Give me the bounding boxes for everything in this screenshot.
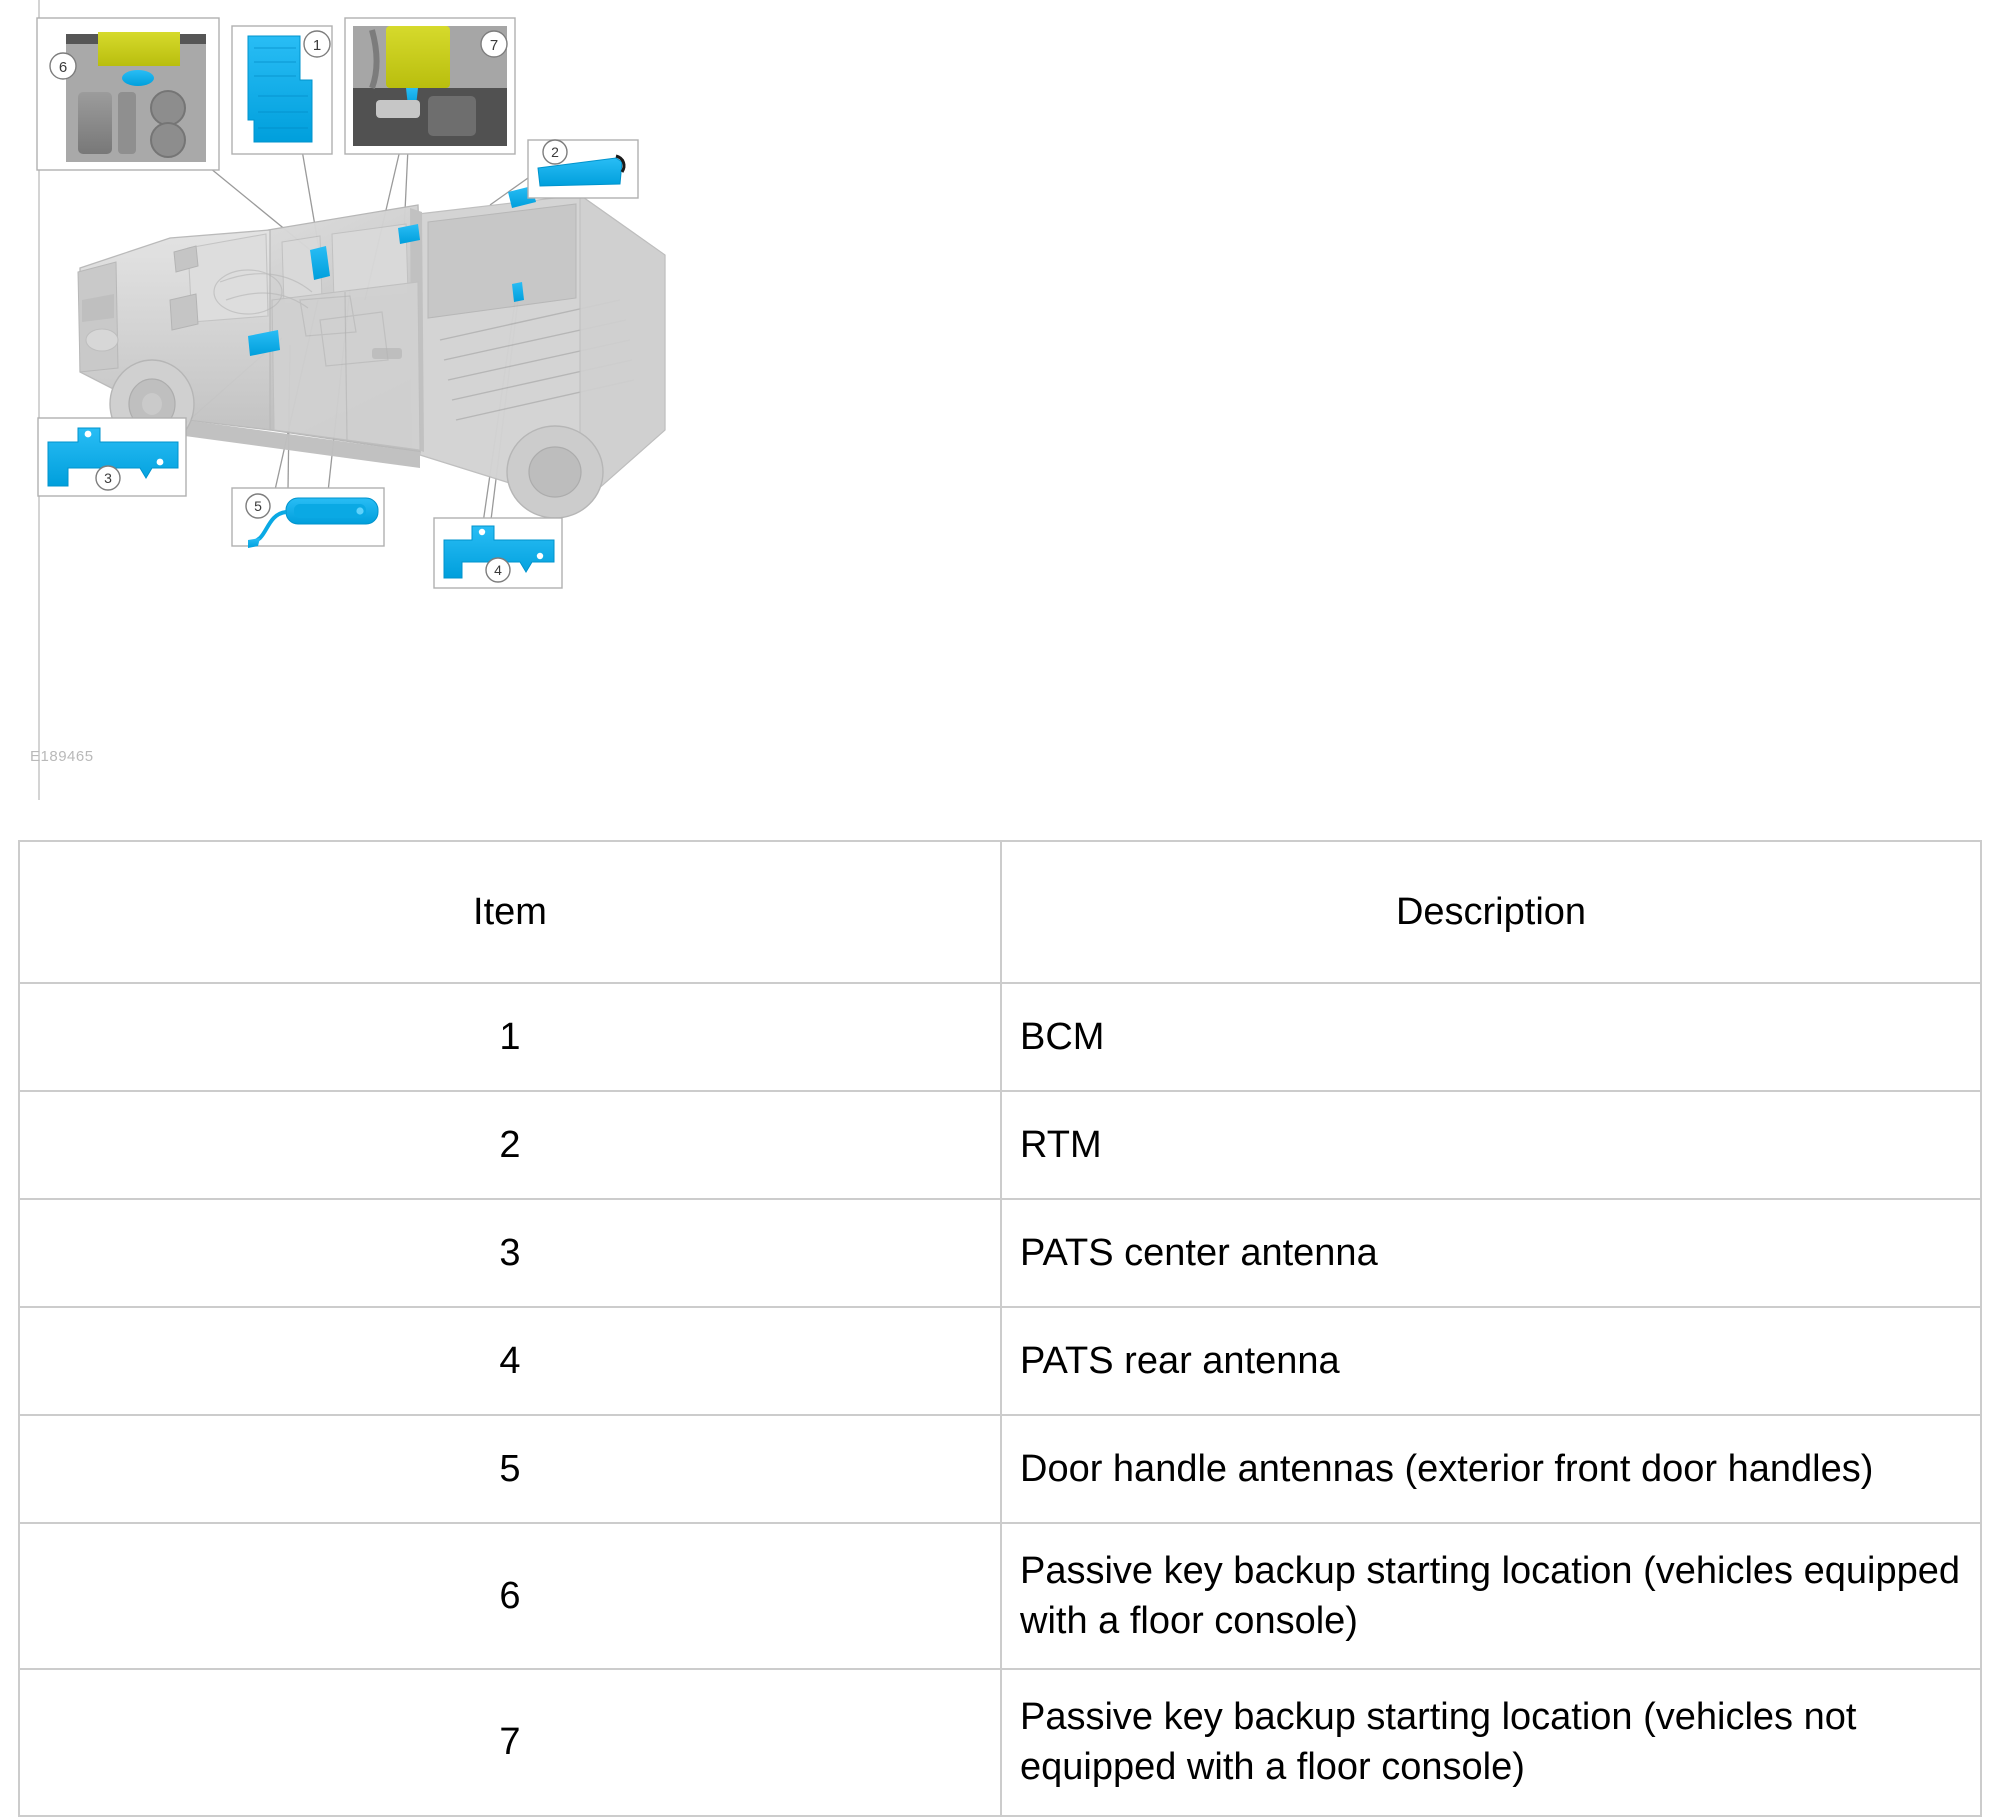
callout-number-7: 7	[490, 37, 498, 54]
callout-box-1: 1	[231, 25, 333, 155]
callout-number-5: 5	[254, 498, 262, 514]
parts-table: Item Description 1 BCM 2 RTM 3 PATS cent…	[18, 840, 1982, 1817]
callout-box-4: 4	[433, 517, 563, 589]
table-row: 6 Passive key backup starting location (…	[18, 1521, 1982, 1671]
callout-box-3: 3	[37, 417, 187, 497]
table-row: 4 PATS rear antenna	[18, 1306, 1982, 1416]
cell-item-number: 2	[18, 1090, 1002, 1200]
callout-number-6: 6	[59, 59, 67, 76]
cell-description: Passive key backup starting location (ve…	[1000, 1521, 1982, 1671]
cell-description: Passive key backup starting location (ve…	[1000, 1668, 1982, 1817]
component-location-diagram: 6 1	[0, 0, 1998, 800]
callout-box-5: 5	[231, 487, 385, 548]
diagram-left-rule	[38, 0, 40, 800]
cell-item-number: 7	[18, 1668, 1002, 1817]
table-row: 2 RTM	[18, 1090, 1982, 1200]
callout-number-1: 1	[313, 37, 321, 54]
callout-box-2: 2	[527, 139, 639, 199]
diagram-reference-code: E189465	[30, 748, 94, 765]
parts-table-container: Item Description 1 BCM 2 RTM 3 PATS cent…	[18, 840, 1982, 1817]
table-row: 1 BCM	[18, 982, 1982, 1092]
cell-description: PATS center antenna	[1000, 1198, 1982, 1308]
cell-item-number: 5	[18, 1414, 1002, 1524]
callout-number-2: 2	[551, 144, 559, 160]
vehicle-illustration: 6 1	[36, 17, 666, 589]
table-body: 1 BCM 2 RTM 3 PATS center antenna 4 PATS…	[18, 982, 1982, 1817]
table-header-row: Item Description	[18, 840, 1982, 984]
cell-description: RTM	[1000, 1090, 1982, 1200]
cell-item-number: 6	[18, 1521, 1002, 1671]
in-vehicle-highlight-markers	[248, 186, 536, 356]
truck-body	[77, 193, 666, 519]
cell-item-number: 1	[18, 982, 1002, 1092]
cell-item-number: 3	[18, 1198, 1002, 1308]
callout-number-4: 4	[494, 562, 502, 578]
diagram-stage: 6 1	[20, 0, 860, 790]
callout-number-3: 3	[104, 470, 112, 486]
table-row: 5 Door handle antennas (exterior front d…	[18, 1414, 1982, 1524]
callout-box-6: 6	[36, 17, 220, 171]
cell-item-number: 4	[18, 1306, 1002, 1416]
cell-description: Door handle antennas (exterior front doo…	[1000, 1414, 1982, 1524]
callout-box-7: 7	[344, 17, 516, 155]
cell-description: PATS rear antenna	[1000, 1306, 1982, 1416]
table-row: 3 PATS center antenna	[18, 1198, 1982, 1308]
table-row: 7 Passive key backup starting location (…	[18, 1668, 1982, 1817]
column-header-description: Description	[1000, 840, 1982, 984]
column-header-item: Item	[18, 840, 1002, 984]
cell-description: BCM	[1000, 982, 1982, 1092]
table-head: Item Description	[18, 840, 1982, 984]
